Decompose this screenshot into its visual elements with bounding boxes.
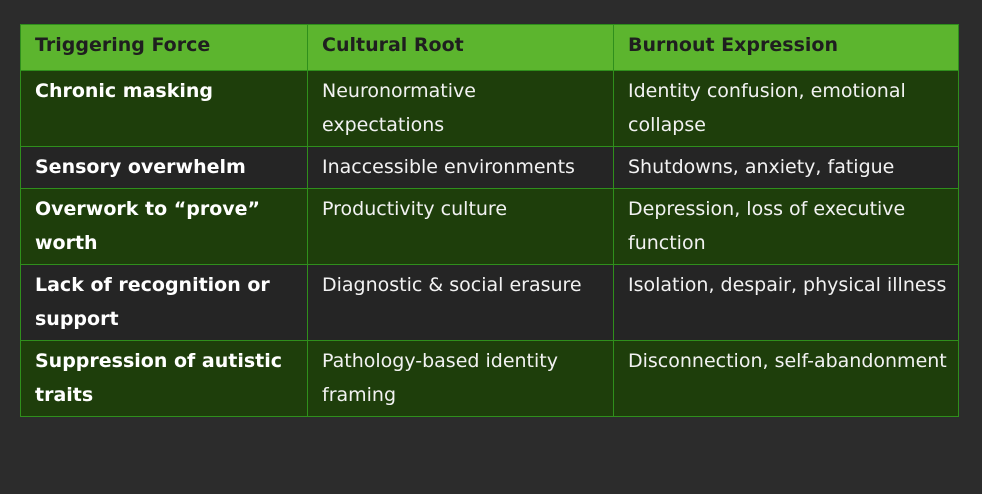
cell-burnout-expression: Isolation, despair, physical illness [613, 264, 959, 341]
cell-cultural-root: Inaccessible environments [307, 146, 614, 189]
table-row: Overwork to “prove” worth Productivity c… [20, 188, 959, 265]
cell-triggering-force: Lack of recognition or support [20, 264, 308, 341]
burnout-table: Triggering Force Cultural Root Burnout E… [20, 24, 959, 417]
cell-triggering-force: Overwork to “prove” worth [20, 188, 308, 265]
cell-triggering-force: Suppression of autistic traits [20, 340, 308, 417]
header-triggering-force: Triggering Force [20, 24, 308, 71]
header-row: Triggering Force Cultural Root Burnout E… [20, 24, 959, 71]
table-body: Chronic masking Neuronormative expectati… [20, 70, 959, 417]
cell-cultural-root: Pathology-based identity framing [307, 340, 614, 417]
header-cultural-root: Cultural Root [307, 24, 614, 71]
burnout-table-container: Triggering Force Cultural Root Burnout E… [20, 24, 959, 417]
header-burnout-expression: Burnout Expression [613, 24, 959, 71]
table-row: Suppression of autistic traits Pathology… [20, 340, 959, 417]
cell-burnout-expression: Depression, loss of executive function [613, 188, 959, 265]
cell-cultural-root: Neuronormative expectations [307, 70, 614, 147]
table-row: Chronic masking Neuronormative expectati… [20, 70, 959, 147]
cell-burnout-expression: Identity confusion, emotional collapse [613, 70, 959, 147]
cell-triggering-force: Chronic masking [20, 70, 308, 147]
cell-triggering-force: Sensory overwhelm [20, 146, 308, 189]
table-row: Lack of recognition or support Diagnosti… [20, 264, 959, 341]
cell-cultural-root: Productivity culture [307, 188, 614, 265]
cell-burnout-expression: Disconnection, self-abandonment [613, 340, 959, 417]
table-row: Sensory overwhelm Inaccessible environme… [20, 146, 959, 189]
cell-burnout-expression: Shutdowns, anxiety, fatigue [613, 146, 959, 189]
cell-cultural-root: Diagnostic & social erasure [307, 264, 614, 341]
table-header: Triggering Force Cultural Root Burnout E… [20, 24, 959, 71]
